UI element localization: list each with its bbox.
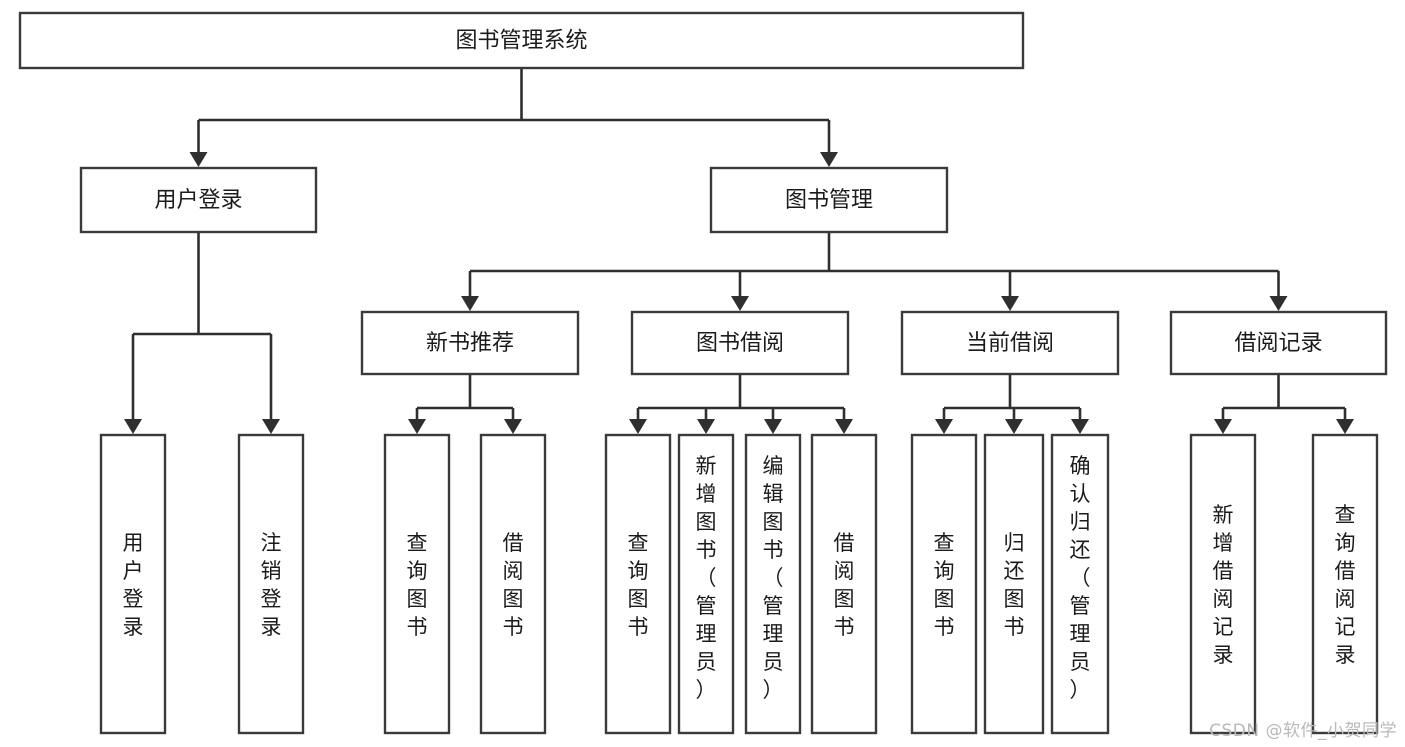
arrow-head-l_query_record [1336,419,1354,434]
node-label-l-query-book-2: 查询图书 [628,531,649,639]
node-label-l-add-record: 新增借阅记录 [1213,503,1234,667]
node-box-root [18,11,1025,70]
arrow-head-l_confirm_return [1071,419,1089,434]
node-l-query-book-2[interactable]: 查询图书 [604,433,672,735]
arrow-head-n_new_book_rec [461,296,479,311]
node-box-l-add-record [1189,433,1257,735]
node-box-n-new-book-rec [360,310,580,376]
node-box-l-confirm-return [1050,433,1110,735]
node-label-n-new-book-rec: 新书推荐 [426,331,514,356]
node-label-n-current-borrow: 当前借阅 [966,331,1054,356]
arrow-head-l_query_book_1 [408,419,426,434]
node-n-current-borrow[interactable]: 当前借阅 [900,310,1120,376]
edge-layer [124,68,1354,434]
node-n-new-book-rec[interactable]: 新书推荐 [360,310,580,376]
node-root[interactable]: 图书管理系统 [18,11,1025,70]
arrow-head-l_logout [262,419,280,434]
node-box-l-query-record [1311,433,1379,735]
arrow-head-n_book_mgmt [820,152,838,167]
node-box-n-user-login [79,166,318,234]
node-box-l-query-book-2 [604,433,672,735]
node-box-n-book-borrow [630,310,850,376]
node-box-l-edit-book [744,433,802,735]
arrow-head-l_user_login [124,419,142,434]
node-box-n-current-borrow [900,310,1120,376]
arrow-head-l_edit_book [764,419,782,434]
node-n-user-login[interactable]: 用户登录 [79,166,318,234]
node-l-edit-book[interactable]: 编辑图书（管理员） [744,433,802,735]
node-box-l-user-login [99,433,167,735]
node-label-n-borrow-record: 借阅记录 [1234,331,1322,356]
node-label-l-confirm-return: 确认归还（管理员） [1070,454,1091,702]
node-box-l-return-book [983,433,1045,735]
arrow-head-l_add_book [697,419,715,434]
node-box-n-book-mgmt [709,166,949,234]
node-l-user-login[interactable]: 用户登录 [99,433,167,735]
node-l-confirm-return[interactable]: 确认归还（管理员） [1050,433,1110,735]
node-layer: 图书管理系统用户登录图书管理新书推荐图书借阅当前借阅借阅记录用户登录注销登录查询… [18,11,1388,735]
node-l-query-record[interactable]: 查询借阅记录 [1311,433,1379,735]
csdn-watermark: CSDN @软件_小贺同学 [1209,721,1397,741]
node-label-l-user-login: 用户登录 [123,531,144,639]
arrow-head-n_current_borrow [1001,296,1019,311]
node-label-n-user-login: 用户登录 [154,188,242,213]
arrow-head-l_borrow_book_2 [835,419,853,434]
node-label-l-borrow-book-1: 借阅图书 [503,531,524,639]
node-label-l-query-book-1: 查询图书 [407,531,428,639]
node-box-l-borrow-book-1 [479,433,547,735]
arrow-head-l_borrow_book_1 [504,419,522,434]
arrow-head-n_book_borrow [731,296,749,311]
node-l-query-book-3[interactable]: 查询图书 [910,433,978,735]
node-l-logout[interactable]: 注销登录 [237,433,305,735]
node-box-n-borrow-record [1169,310,1388,376]
node-label-n-book-mgmt: 图书管理 [785,188,873,213]
node-label-root: 图书管理系统 [455,29,587,54]
node-l-borrow-book-1[interactable]: 借阅图书 [479,433,547,735]
node-l-query-book-1[interactable]: 查询图书 [383,433,451,735]
node-label-l-query-book-3: 查询图书 [934,531,955,639]
node-label-l-query-record: 查询借阅记录 [1335,503,1356,667]
arrow-head-n_borrow_record [1269,296,1288,311]
node-l-borrow-book-2[interactable]: 借阅图书 [810,433,878,735]
node-label-l-edit-book: 编辑图书（管理员） [763,454,784,702]
node-l-add-record[interactable]: 新增借阅记录 [1189,433,1257,735]
arrow-head-l_query_book_2 [629,419,647,434]
node-label-l-logout: 注销登录 [261,531,282,639]
node-box-l-query-book-3 [910,433,978,735]
node-box-l-borrow-book-2 [810,433,878,735]
node-l-add-book[interactable]: 新增图书（管理员） [677,433,735,735]
arrow-head-l_return_book [1005,419,1023,434]
node-box-l-query-book-1 [383,433,451,735]
node-n-book-borrow[interactable]: 图书借阅 [630,310,850,376]
node-label-n-book-borrow: 图书借阅 [696,331,784,356]
node-n-book-mgmt[interactable]: 图书管理 [709,166,949,234]
node-box-l-logout [237,433,305,735]
node-box-l-add-book [677,433,735,735]
node-n-borrow-record[interactable]: 借阅记录 [1169,310,1388,376]
node-label-l-add-book: 新增图书（管理员） [696,454,717,702]
arrow-head-n_user_login [189,152,208,167]
arrow-head-l_query_book_3 [935,419,953,434]
node-label-l-return-book: 归还图书 [1004,531,1025,639]
node-label-l-borrow-book-2: 借阅图书 [834,531,855,639]
arrow-head-l_add_record [1214,419,1232,434]
node-l-return-book[interactable]: 归还图书 [983,433,1045,735]
